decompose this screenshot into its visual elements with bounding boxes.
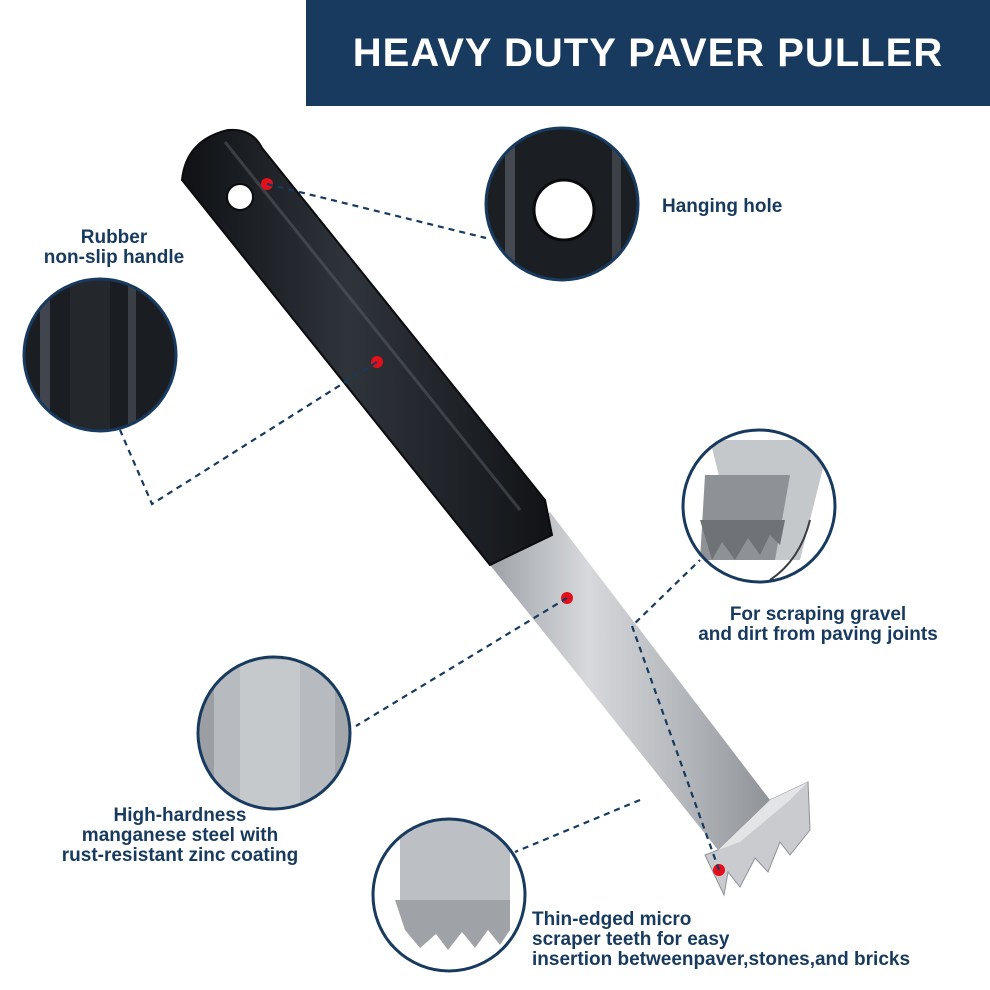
hole-zoom-circle [484,126,640,282]
leader-steel [355,597,568,727]
leader-lines [118,182,721,871]
callout-scraper-line-1: For scraping gravel [729,604,907,625]
steel-zoom-circle [196,655,352,811]
callout-teeth-line-1: Thin-edged micro [532,909,692,930]
callout-teeth-line-2: scraper teeth for easy [532,929,730,950]
leader-handle [118,361,378,506]
callout-scraper-line-2: and dirt from paving joints [698,624,938,645]
page-title: HEAVY DUTY PAVER PULLER [352,30,944,75]
callout-steel-line-2: manganese steel with [81,825,279,846]
leader-hole [266,182,487,240]
hanging-hole [226,183,254,211]
callout-scraper: For scraping gravel and dirt from paving… [668,605,968,645]
leader-scraper [630,559,721,871]
callout-teeth-line-3: insertion betweenpaver,stones,and bricks [532,949,911,970]
callout-steel: High-hardness manganese steel with rust-… [40,806,320,866]
title-banner: HEAVY DUTY PAVER PULLER [306,0,990,106]
handle-zoom-circle [22,277,178,433]
callout-hole-line-1: Hanging hole [662,196,783,217]
callout-steel-line-3: rust-resistant zinc coating [61,845,299,866]
rubber-handle [180,128,554,567]
callout-handle: Rubber non-slip handle [40,228,188,268]
callout-hole: Hanging hole [662,197,782,217]
callout-steel-line-1: High-hardness [113,805,247,826]
steel-blade [490,512,811,897]
callout-handle-line-1: Rubber [80,227,148,248]
scraper-zoom-circle [681,428,837,584]
teeth-zoom-circle [371,817,527,973]
leader-teeth [514,798,641,854]
callout-teeth: Thin-edged micro scraper teeth for easy … [532,910,910,970]
callout-handle-line-2: non-slip handle [43,247,185,268]
